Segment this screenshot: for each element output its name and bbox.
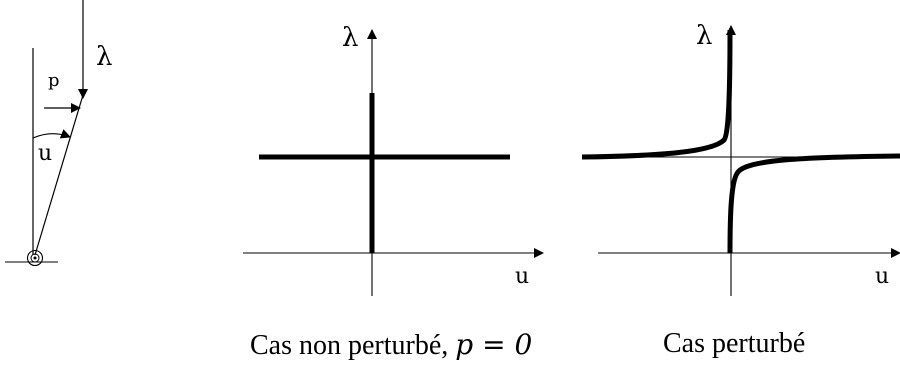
angle-label: u — [38, 141, 52, 166]
pivot-outer — [26, 249, 44, 267]
y-axis-label: λ — [696, 21, 712, 51]
x-axis-label: u — [515, 264, 529, 289]
unperturbed-caption: Cas non perturbé, p = 0 — [250, 328, 532, 362]
pivot-center — [33, 256, 37, 260]
y-axis-label: λ — [342, 23, 358, 53]
unperturbed-caption-math: p = 0 — [455, 328, 533, 361]
lower-left-branch — [581, 29, 733, 160]
unperturbed-caption-text: Cas non perturbé, — [250, 330, 449, 361]
perturbed-plot: λ u — [581, 21, 900, 296]
perturbed-caption-text: Cas perturbé — [663, 328, 806, 359]
tilted-column — [34, 94, 84, 256]
angle-arc — [32, 129, 71, 139]
force-label: p — [48, 70, 60, 91]
load-label: λ — [96, 42, 112, 72]
unperturbed-plot: λ u — [243, 23, 544, 296]
upper-right-branch — [727, 153, 900, 254]
x-axis-label: u — [875, 264, 889, 289]
column-sketch: λ p u — [5, 0, 112, 267]
perturbed-caption: Cas perturbé — [663, 328, 805, 360]
